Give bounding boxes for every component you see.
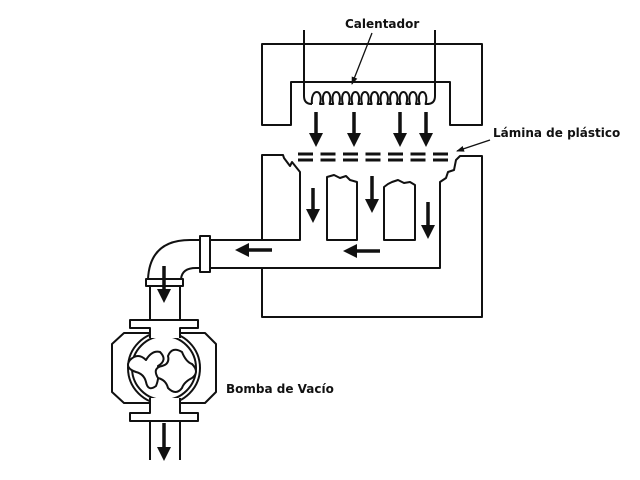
heat-arrows <box>309 112 433 147</box>
plastic-sheet <box>298 152 448 162</box>
mold-block-2 <box>383 179 416 241</box>
sheet-dash <box>298 152 313 156</box>
heater-coil <box>303 30 436 105</box>
sheet-dash <box>320 158 336 162</box>
sheet-dash <box>343 152 358 156</box>
heater-housing <box>261 43 483 126</box>
mold-left-wall <box>210 154 301 241</box>
sheet-dash <box>410 152 426 156</box>
vacuum-flow-arrows <box>235 176 435 258</box>
sheet-dash <box>388 158 403 162</box>
plastic-sheet-label: Lámina de plástico <box>493 126 620 140</box>
mold-block-1 <box>326 174 358 241</box>
sheet-dash <box>410 158 426 162</box>
sheet-dash <box>433 158 448 162</box>
sheet-dash <box>343 158 358 162</box>
sheet-dash <box>365 152 381 156</box>
heater-label: Calentador <box>345 17 419 31</box>
heater-pointer <box>351 32 373 85</box>
rotor-right <box>154 348 197 393</box>
sheet-dash <box>433 152 448 156</box>
plastic-sheet-pointer <box>456 139 491 152</box>
vacuum-pump-label: Bomba de Vacío <box>226 382 334 396</box>
sheet-dash <box>388 152 403 156</box>
vacuum-pump <box>111 319 217 460</box>
sheet-dash <box>298 158 313 162</box>
mold-cavity-floor <box>210 155 483 318</box>
sheet-dash <box>320 152 336 156</box>
sheet-dash <box>365 158 381 162</box>
pipe-flange <box>199 235 211 273</box>
elbow-pipe <box>145 235 211 320</box>
